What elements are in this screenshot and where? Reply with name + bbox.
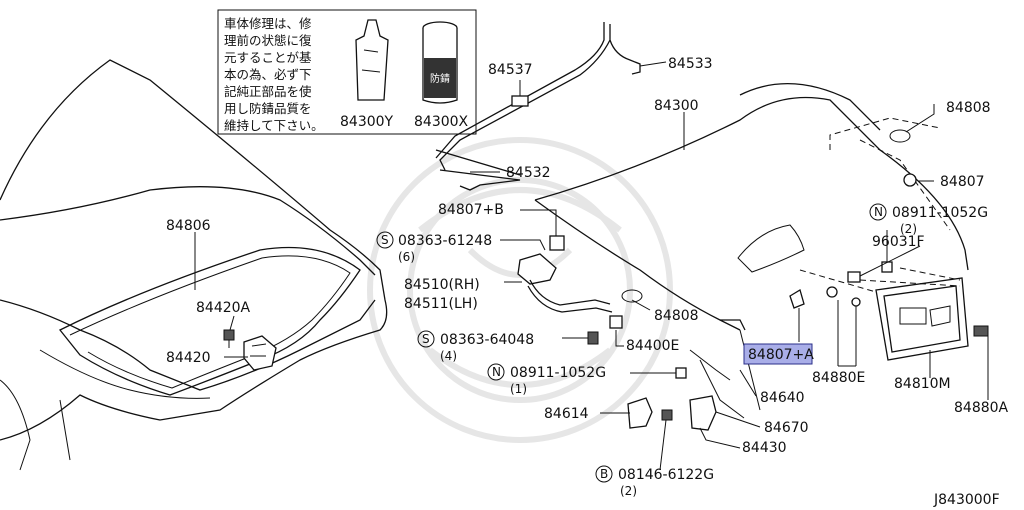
- label-84808: 84808: [654, 308, 699, 324]
- prefix-b: B: [600, 467, 608, 481]
- bumper-84807b-icon: [549, 235, 565, 251]
- label-84880e: 84880E: [812, 370, 865, 386]
- label-84808: 84808: [946, 100, 991, 116]
- product-label: 84300Y: [340, 114, 394, 130]
- qty-08911-1052g: (2): [900, 222, 917, 236]
- label-08911-1052g: 08911-1052G: [510, 365, 606, 381]
- label-84511: 84511(LH): [404, 296, 478, 312]
- callout-08911-1052g-a: N 08911-1052G (2): [869, 203, 988, 236]
- grommet-84808-icon: [889, 129, 911, 143]
- label-08363-61248: 08363-61248: [398, 233, 492, 249]
- finisher-84810m: [789, 261, 989, 361]
- label-08363-64048: 08363-64048: [440, 332, 534, 348]
- bolt-84420a-icon: [223, 329, 235, 341]
- qty-08363-61248: (6): [398, 250, 415, 264]
- prefix-s: S: [422, 332, 430, 346]
- note-line: 用し防錆品質を: [224, 101, 312, 116]
- label-84810m: 84810M: [894, 376, 951, 392]
- qty-08363-64048: (4): [440, 349, 457, 363]
- nut-84880e-icon: [851, 297, 861, 307]
- trunk-lid-84300: [534, 82, 969, 331]
- note-line: 維持して下さい。: [224, 118, 324, 133]
- leader-lines: [194, 61, 989, 471]
- label-84670: 84670: [764, 420, 809, 436]
- note-line: 理前の状態に復: [224, 33, 312, 48]
- label-84807-a: 84807+A: [748, 347, 814, 363]
- product-label: 84300X: [414, 114, 469, 130]
- label-84807: 84807: [940, 174, 985, 190]
- prefix-n: N: [874, 205, 883, 219]
- label-84300: 84300: [654, 98, 699, 114]
- label-84537: 84537: [488, 62, 533, 78]
- note-box: 車体修理は、修 理前の状態に復 元することが基 本の為、必ず下 記純正部品を使 …: [217, 9, 477, 135]
- note-line: 記純正部品を使: [224, 84, 312, 99]
- qty-08911-1052g: (1): [510, 382, 527, 396]
- car-body: [0, 59, 388, 471]
- clip-84537-icon: [511, 95, 529, 107]
- callout-08363-61248: S 08363-61248 (6): [376, 231, 492, 264]
- callout-08146-6122g: B 08146-6122G (2): [595, 465, 714, 498]
- label-84420: 84420: [166, 350, 211, 366]
- label-96031f: 96031F: [872, 234, 925, 250]
- diagram-code: J843000F: [933, 492, 1000, 508]
- label-08911-1052g: 08911-1052G: [892, 205, 988, 221]
- label-84510: 84510(RH): [404, 277, 480, 293]
- label-84640: 84640: [760, 390, 805, 406]
- note-line: 元することが基: [224, 50, 312, 65]
- label-84614: 84614: [544, 406, 589, 422]
- callout-08363-64048: S 08363-64048 (4): [417, 330, 534, 363]
- callout-08911-1052g-b: N 08911-1052G (1): [487, 363, 606, 396]
- label-84880a: 84880A: [954, 400, 1009, 416]
- lock-84430: [689, 395, 717, 431]
- label-84533: 84533: [668, 56, 713, 72]
- label-84807-b: 84807+B: [438, 202, 504, 218]
- svg-text:防錆: 防錆: [430, 72, 450, 85]
- bumper-84807a-icon: [789, 289, 805, 309]
- striker-84420: [223, 329, 277, 371]
- label-84532: 84532: [506, 165, 551, 181]
- prefix-s: S: [381, 233, 389, 247]
- latch-assembly: [627, 329, 761, 431]
- bumper-84807-icon: [903, 173, 917, 187]
- label-84806: 84806: [166, 218, 211, 234]
- label-84420a: 84420A: [196, 300, 251, 316]
- qty-08146-6122g: (2): [620, 484, 637, 498]
- spray-can-icon: 防錆: [422, 21, 458, 104]
- prefix-n: N: [492, 365, 501, 379]
- part-labels: 84537 84533 84300 84808 84807 84532 8480…: [166, 56, 1009, 508]
- hinges-84510-84511: [517, 235, 623, 345]
- bolt-08146-6122g-icon: [661, 409, 673, 421]
- note-line: 本の為、必ず下: [224, 67, 312, 82]
- bolt-84880a-icon: [973, 325, 989, 337]
- note-line: 車体修理は、修: [224, 16, 312, 31]
- label-84430: 84430: [742, 440, 787, 456]
- nut-08911-1052g-icon: [675, 367, 687, 379]
- bumper-84400e-icon: [609, 315, 623, 329]
- torsion-bars: [435, 22, 641, 191]
- nut-84880e-icon: [826, 286, 838, 298]
- grommet-84808-icon: [621, 289, 643, 303]
- nut-08911-1052g-icon: [881, 261, 893, 273]
- sealant-tube-icon: [355, 19, 389, 101]
- key-cylinder-84614: [627, 397, 653, 429]
- label-84400e: 84400E: [626, 338, 679, 354]
- highlight-84807-a: [743, 343, 813, 365]
- clip-96031f-icon: [847, 271, 861, 283]
- label-08146-6122g: 08146-6122G: [618, 467, 714, 483]
- bolt-08363-64048-icon: [587, 331, 599, 345]
